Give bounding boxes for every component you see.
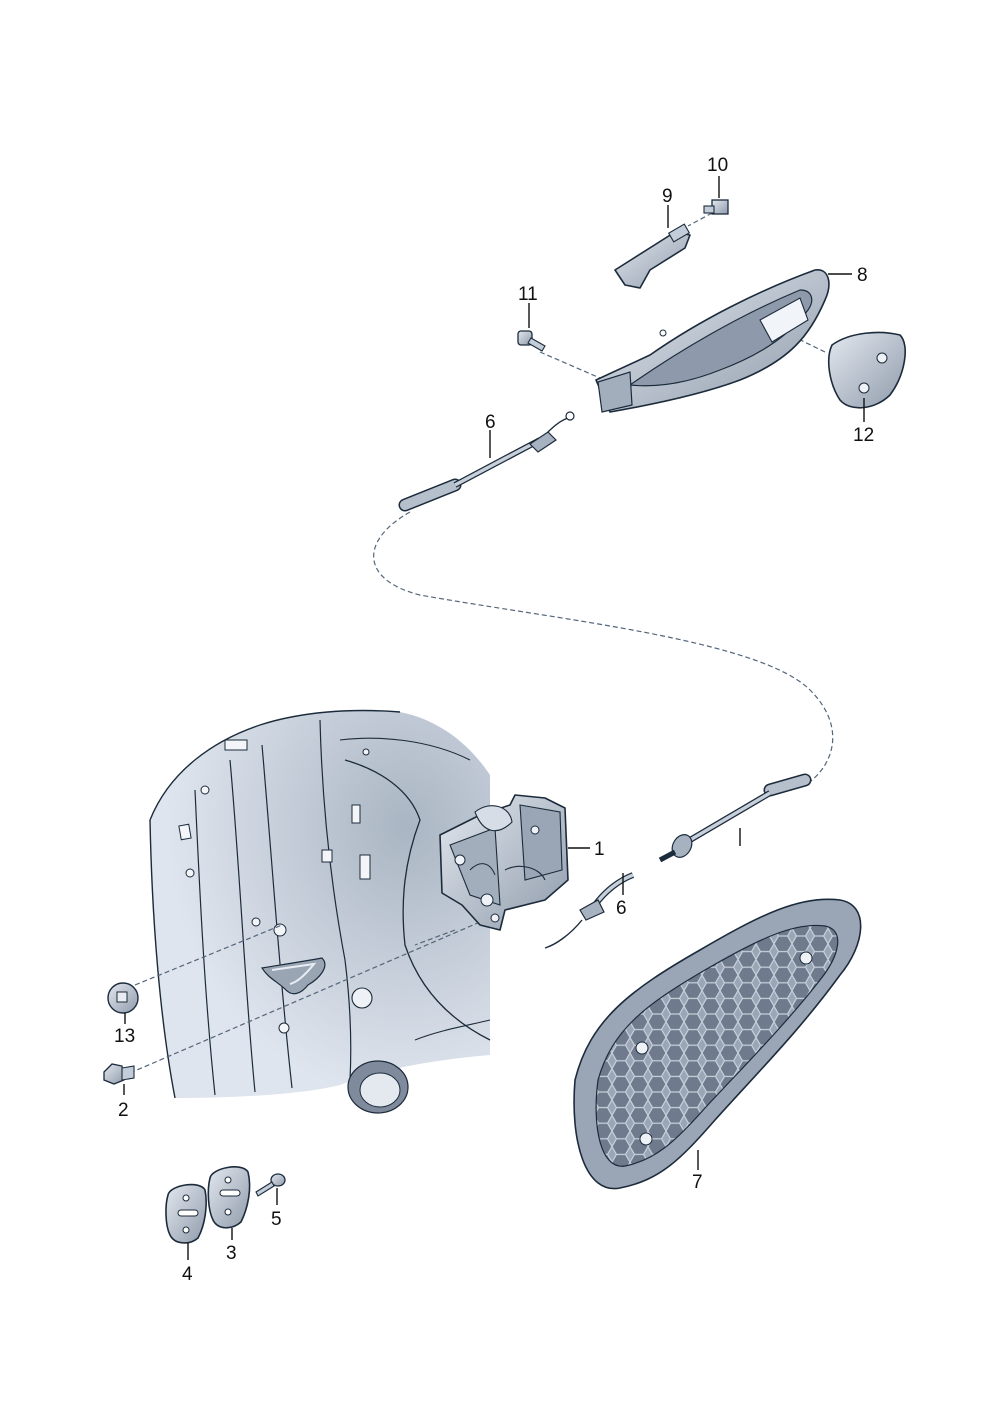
interior-door-handle — [595, 269, 830, 413]
callout-10: 10 — [707, 155, 728, 176]
callout-2: 2 — [118, 1100, 129, 1121]
door-lock-part — [439, 794, 569, 931]
callout-12: 12 — [853, 425, 874, 446]
assembly-lines — [129, 212, 834, 1074]
striker-plate-3 — [207, 1166, 251, 1229]
insulation-mesh-panel — [573, 898, 862, 1190]
screw-5 — [255, 1173, 286, 1197]
cover-cap — [107, 982, 139, 1014]
callout-5: 5 — [271, 1209, 282, 1230]
callout-6-upper: 6 — [485, 412, 496, 433]
callout-3: 3 — [226, 1243, 237, 1264]
callouts: 1 2 3 4 5 6 6 7 8 9 10 11 12 13 — [114, 155, 874, 1285]
callout-11: 11 — [518, 284, 538, 305]
door-frame-body — [149, 709, 491, 1114]
callout-7: 7 — [692, 1172, 703, 1193]
callout-13: 13 — [114, 1026, 135, 1047]
bowden-cable-lower — [544, 773, 812, 949]
callout-9: 9 — [662, 186, 673, 207]
lock-switch — [828, 331, 906, 409]
leader-lines — [123, 176, 865, 1260]
callout-8: 8 — [857, 265, 868, 286]
handle-bracket — [614, 223, 691, 289]
callout-6-lower: 6 — [616, 898, 627, 919]
small-connector — [703, 199, 729, 215]
callout-1: 1 — [594, 839, 605, 860]
striker-plate-4 — [165, 1183, 207, 1244]
screw-11 — [517, 330, 546, 352]
callout-4: 4 — [182, 1264, 193, 1285]
bowden-cable-upper — [398, 411, 575, 512]
bolt — [103, 1063, 135, 1085]
